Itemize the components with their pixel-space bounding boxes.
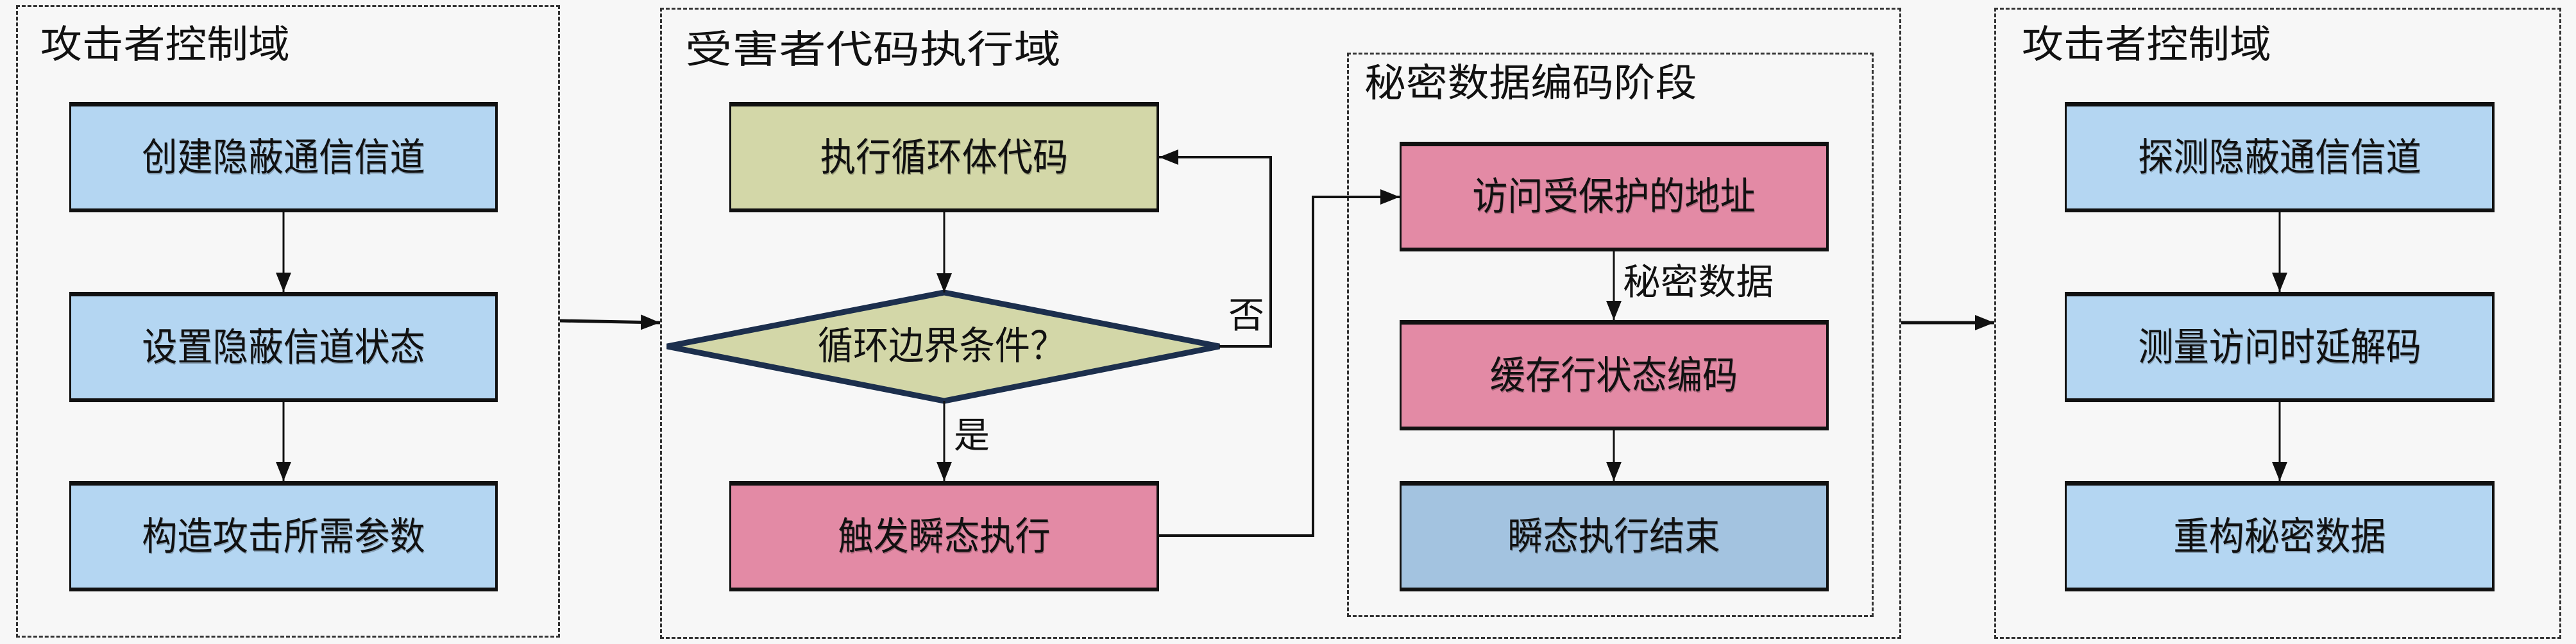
step-label: 探测隐蔽通信信道 — [2137, 135, 2421, 180]
panel-title-victim: 受害者代码执行域 — [685, 28, 1061, 72]
step-label: 访问受保护的地址 — [1472, 174, 1756, 219]
step-label: 执行循环体代码 — [820, 135, 1068, 180]
step-set-channel-state[interactable]: 设置隐蔽信道状态 — [69, 292, 498, 402]
step-label: 触发瞬态执行 — [837, 514, 1051, 559]
attacker-control-domain-panel-right — [1994, 8, 2561, 639]
step-label: 构造攻击所需参数 — [141, 514, 425, 559]
arrow-condition-no-to-loop — [1159, 149, 1272, 348]
edge-label-yes: 是 — [954, 415, 990, 457]
step-label: 缓存行状态编码 — [1489, 353, 1738, 398]
step-access-protected-address[interactable]: 访问受保护的地址 — [1400, 142, 1829, 251]
secret-encoding-stage-panel — [1347, 53, 1874, 617]
edge-label-secret-data: 秘密数据 — [1623, 262, 1774, 303]
step-construct-attack-params[interactable]: 构造攻击所需参数 — [69, 481, 498, 591]
step-execute-loop-body[interactable]: 执行循环体代码 — [729, 102, 1159, 212]
step-probe-covert-channel[interactable]: 探测隐蔽通信信道 — [2065, 102, 2495, 212]
step-label: 设置隐蔽信道状态 — [141, 325, 425, 370]
panel-title-attacker-left: 攻击者控制域 — [40, 22, 290, 67]
step-create-covert-channel[interactable]: 创建隐蔽通信信道 — [69, 102, 498, 212]
step-label: 重构秘密数据 — [2173, 514, 2386, 559]
victim-execution-domain-panel — [660, 8, 1901, 639]
arrow-trigger-to-access — [1159, 189, 1400, 537]
step-reconstruct-secret[interactable]: 重构秘密数据 — [2065, 481, 2495, 591]
panel-title-attacker-right: 攻击者控制域 — [2022, 22, 2271, 67]
step-trigger-transient-execution[interactable]: 触发瞬态执行 — [729, 481, 1159, 591]
loop-condition-label: 循环边界条件？ — [817, 324, 1066, 369]
edge-label-no: 否 — [1228, 295, 1264, 337]
step-transient-execution-end[interactable]: 瞬态执行结束 — [1400, 481, 1829, 591]
attacker-control-domain-panel-left — [16, 5, 560, 638]
arrow-attacker-to-victim — [559, 314, 661, 330]
step-label: 测量访问时延解码 — [2137, 325, 2421, 370]
step-measure-latency-decode[interactable]: 测量访问时延解码 — [2065, 292, 2495, 402]
panel-title-encoding: 秘密数据编码阶段 — [1364, 61, 1697, 106]
step-label: 瞬态执行结束 — [1507, 514, 1720, 559]
step-cache-line-state-encoding[interactable]: 缓存行状态编码 — [1400, 320, 1829, 430]
step-label: 创建隐蔽通信信道 — [141, 135, 425, 180]
